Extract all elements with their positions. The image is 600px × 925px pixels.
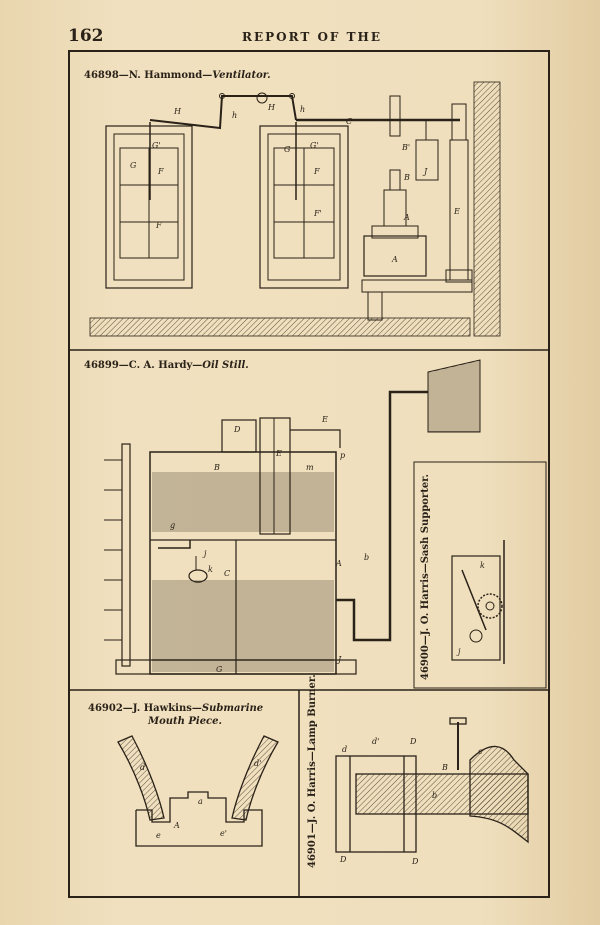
- svg-text:E: E: [321, 415, 328, 424]
- svg-text:G': G': [152, 141, 161, 150]
- svg-text:G: G: [216, 665, 223, 674]
- svg-text:B': B': [401, 143, 410, 152]
- svg-text:J: J: [336, 655, 342, 664]
- svg-text:e': e': [220, 829, 227, 838]
- svg-text:h: h: [300, 105, 305, 114]
- svg-text:a: a: [198, 797, 203, 806]
- svg-text:j: j: [456, 647, 461, 656]
- ventilator-drawing: [89, 81, 501, 337]
- svg-text:H: H: [173, 107, 182, 116]
- svg-text:d: d: [342, 745, 347, 754]
- svg-text:A: A: [335, 559, 342, 568]
- caption-ventilator: 46898—N. Hammond—Ventilator.: [84, 70, 271, 81]
- svg-text:B: B: [213, 463, 220, 472]
- sash-inset-box: [413, 461, 547, 689]
- oil-still-drawing: [104, 359, 481, 675]
- svg-text:B: B: [403, 173, 410, 182]
- svg-text:m: m: [306, 463, 314, 472]
- svg-text:g: g: [170, 521, 175, 530]
- svg-text:k: k: [480, 561, 485, 570]
- svg-text:F: F: [155, 221, 162, 230]
- sash-supporter-drawing: [451, 540, 505, 664]
- svg-text:A: A: [391, 255, 398, 264]
- svg-text:H: H: [267, 103, 276, 112]
- svg-text:c: c: [478, 747, 483, 756]
- oil-still-labels: D E E B m p g j k C A b J G: [170, 415, 369, 674]
- mouth-piece-drawing: [117, 735, 279, 847]
- svg-text:D: D: [233, 425, 241, 434]
- svg-text:h: h: [232, 111, 237, 120]
- sash-supporter-labels: k j: [456, 561, 485, 656]
- svg-text:d: d: [140, 763, 145, 772]
- svg-text:C: C: [224, 569, 230, 578]
- svg-text:j: j: [202, 549, 207, 558]
- svg-text:F: F: [313, 167, 320, 176]
- mouth-piece-labels: d d' a A e e': [140, 759, 261, 840]
- caption-mouth-piece-line2: Mouth Piece.: [148, 716, 222, 727]
- svg-text:b: b: [364, 553, 369, 562]
- svg-text:D: D: [411, 857, 419, 866]
- svg-text:A: A: [173, 821, 180, 830]
- svg-text:G: G: [284, 145, 291, 154]
- svg-text:p: p: [340, 451, 345, 460]
- svg-text:e: e: [156, 831, 161, 840]
- svg-text:D: D: [339, 855, 347, 864]
- svg-text:A: A: [403, 213, 410, 222]
- ventilator-labels: H H h h C B' B J A A E G G' F F F F' G G…: [130, 103, 460, 264]
- lamp-burner-drawing: [335, 717, 529, 853]
- page-number: 162: [68, 26, 104, 46]
- svg-text:G': G': [310, 141, 319, 150]
- svg-text:E: E: [453, 207, 460, 216]
- svg-text:J: J: [422, 167, 428, 176]
- svg-text:b: b: [432, 791, 437, 800]
- plate-frame: [68, 50, 550, 898]
- svg-text:d': d': [254, 759, 261, 768]
- svg-text:F': F': [313, 209, 322, 218]
- svg-text:G: G: [130, 161, 137, 170]
- caption-oil-still: 46899—C. A. Hardy—Oil Still.: [84, 360, 249, 371]
- svg-text:D: D: [409, 737, 417, 746]
- svg-text:B: B: [441, 763, 448, 772]
- svg-text:F: F: [157, 167, 164, 176]
- svg-text:k: k: [208, 565, 213, 574]
- svg-text:d': d': [372, 737, 379, 746]
- caption-mouth-piece: 46902—J. Hawkins—Submarine: [88, 703, 264, 714]
- lamp-burner-labels: d d' D D b c B D: [339, 737, 483, 866]
- svg-text:C: C: [346, 117, 352, 126]
- running-title: REPORT OF THE: [242, 30, 383, 44]
- svg-text:E: E: [275, 449, 282, 458]
